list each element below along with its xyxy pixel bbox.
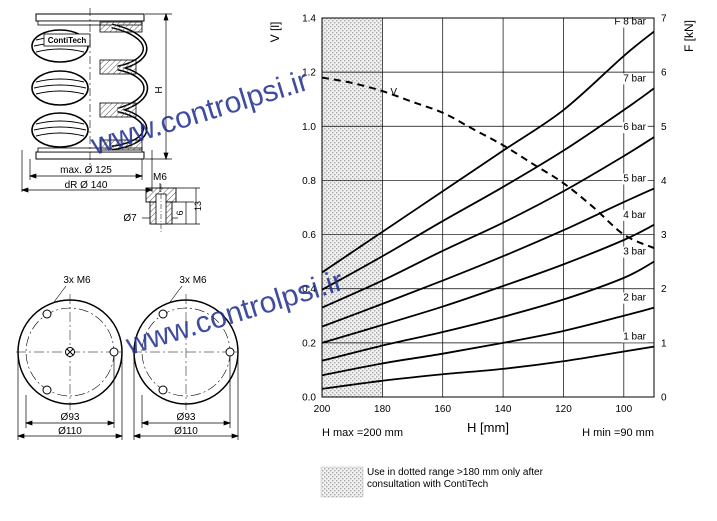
plan-view-left: 3x M6 Ø93 Ø110 bbox=[16, 275, 124, 440]
y-tick-label: 1.0 bbox=[302, 122, 316, 133]
brand-label: ContiTech bbox=[48, 36, 87, 45]
y-tick-label: 0.2 bbox=[302, 338, 316, 349]
y2-tick-label: 7 bbox=[661, 14, 667, 25]
series-label-bg bbox=[613, 16, 648, 28]
dotted-range-note: Use in dotted range >180 mm only after c… bbox=[367, 467, 543, 490]
y-tick-label: 1.4 bbox=[302, 14, 316, 25]
force-curve-2-bar bbox=[321, 306, 655, 377]
chart-series: 1 bar 2 bar 3 bar 4 bar 5 bar 6 bar 7 bar F 8 b… bbox=[321, 16, 655, 390]
dim-110-right: Ø110 bbox=[174, 426, 198, 437]
y2-tick-label: 5 bbox=[661, 122, 667, 133]
series-label-bg bbox=[622, 331, 648, 343]
chart-labels: V [l] F [kN] H [mm] H max =200 mm H min =90 … bbox=[268, 20, 696, 439]
series-label: 6 bar bbox=[623, 122, 646, 133]
x-tick-label: 200 bbox=[314, 404, 331, 415]
force-curve-3-bar bbox=[321, 260, 655, 362]
series-label-bg bbox=[622, 292, 648, 304]
dotted-legend-swatch bbox=[320, 466, 364, 498]
force-curve-4-bar bbox=[321, 224, 655, 344]
y2-tick-label: 2 bbox=[661, 284, 667, 295]
y2-tick-label: 0 bbox=[661, 393, 667, 404]
plan-view-right: 3x M6 Ø93 Ø110 bbox=[132, 275, 240, 440]
x-tick-label: 160 bbox=[434, 404, 451, 415]
dim-93-left: Ø93 bbox=[61, 412, 80, 423]
series-label-bg bbox=[622, 173, 648, 185]
chart-grid bbox=[322, 18, 654, 397]
h-max-label: H max =200 mm bbox=[322, 427, 403, 439]
x-tick-label: 180 bbox=[374, 404, 391, 415]
series-label: 1 bar bbox=[623, 332, 646, 343]
series-label-bg bbox=[622, 122, 648, 134]
y2-tick-label: 1 bbox=[661, 338, 667, 349]
force-curve-8-bar bbox=[321, 30, 655, 274]
dr-diameter-label: dR Ø 140 bbox=[65, 180, 108, 191]
bellows-convolutions: ContiTech bbox=[31, 21, 149, 151]
dim-110-left: Ø110 bbox=[58, 426, 82, 437]
series-label-bg bbox=[622, 246, 648, 258]
x-axis-label: H [mm] bbox=[467, 420, 509, 435]
bolt-label-left: 3x M6 bbox=[63, 275, 91, 286]
height-label: H bbox=[154, 86, 165, 93]
thread-detail: M6 6 13 Ø7 bbox=[123, 172, 203, 232]
volume-curve-label: V bbox=[390, 87, 397, 98]
bolt-label-right: 3x M6 bbox=[179, 275, 207, 286]
y-tick-label: 0.4 bbox=[302, 284, 316, 295]
thread-label: M6 bbox=[153, 172, 167, 183]
dim-93-right: Ø93 bbox=[177, 412, 196, 423]
performance-chart: 1 bar 2 bar 3 bar 4 bar 5 bar 6 bar 7 bar F 8 b… bbox=[268, 14, 696, 440]
series-label: 4 bar bbox=[623, 210, 646, 221]
y2-tick-label: 4 bbox=[661, 176, 667, 187]
pin-diameter-label: Ø7 bbox=[123, 213, 137, 224]
dim-13-label: 13 bbox=[193, 201, 203, 211]
y2-axis-label: F [kN] bbox=[682, 20, 696, 52]
y-axis-label: V [l] bbox=[268, 22, 282, 43]
x-tick-label: 100 bbox=[615, 404, 632, 415]
force-curve-7-bar bbox=[321, 87, 655, 291]
series-label-bg bbox=[622, 209, 648, 221]
force-curve-6-bar bbox=[321, 136, 655, 309]
force-curve-1-bar bbox=[321, 345, 655, 390]
series-label: 3 bar bbox=[623, 247, 646, 258]
y-tick-label: 0.6 bbox=[302, 230, 316, 241]
series-label: 5 bar bbox=[623, 174, 646, 185]
y2-tick-label: 6 bbox=[661, 68, 667, 79]
series-label: 2 bar bbox=[623, 293, 646, 304]
series-label-bg bbox=[622, 73, 648, 85]
y-tick-label: 0.0 bbox=[302, 393, 316, 404]
bellows-drawing: ContiTech H bbox=[20, 8, 172, 193]
y-tick-label: 0.8 bbox=[302, 176, 316, 187]
x-tick-label: 140 bbox=[495, 404, 512, 415]
height-dimension bbox=[145, 12, 172, 161]
h-min-label: H min =90 mm bbox=[582, 427, 654, 439]
y-tick-label: 1.2 bbox=[302, 68, 316, 79]
series-label: 7 bar bbox=[623, 73, 646, 84]
y2-tick-label: 3 bbox=[661, 230, 667, 241]
x-tick-label: 120 bbox=[555, 404, 572, 415]
force-curve-5-bar bbox=[321, 187, 655, 328]
max-diameter-label: max. Ø 125 bbox=[60, 165, 112, 176]
series-label: F 8 bar bbox=[614, 17, 646, 28]
dim-6-label: 6 bbox=[175, 210, 185, 215]
plot-frame bbox=[321, 17, 655, 398]
